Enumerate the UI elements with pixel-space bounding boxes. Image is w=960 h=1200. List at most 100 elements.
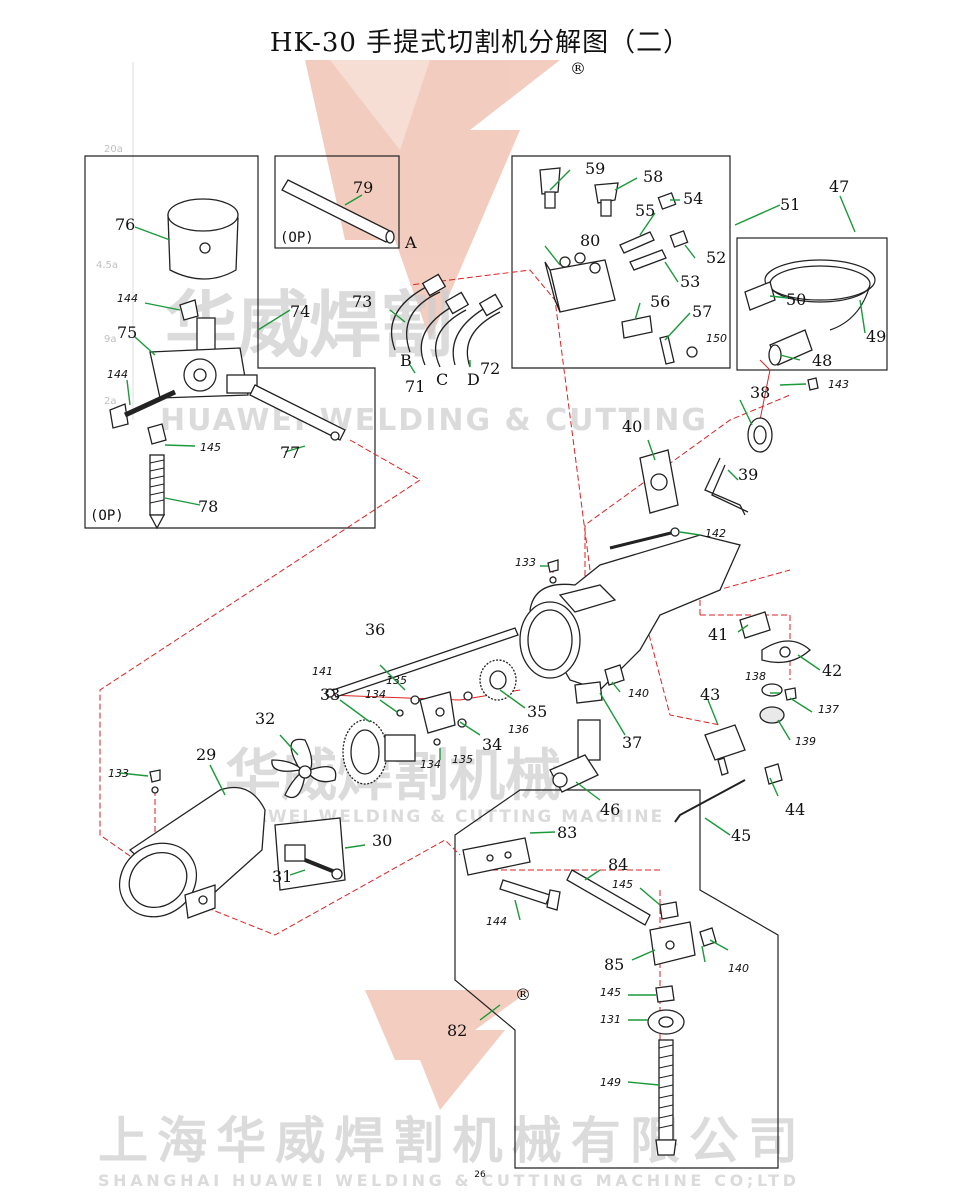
label-84: 84 [608,855,628,874]
part-76-cap [167,198,239,280]
part-138-washer [761,683,783,697]
label-51: 51 [780,195,800,214]
label-50: 50 [786,290,806,309]
part-31-bushing [284,844,343,880]
label-45: 45 [731,826,751,845]
page-title: HK-30 手提式切割机分解图（二） [269,28,691,58]
label-58: 58 [643,167,663,186]
label-131: 131 [600,1013,621,1026]
box-op-bar [274,155,400,249]
label-37: 37 [622,733,642,752]
label-136: 136 [508,723,529,736]
label-140b: 140 [728,962,749,975]
part-42-cover [761,640,811,664]
connector-a: A [404,233,417,252]
label-43: 43 [700,685,720,704]
part-36-rod [332,627,519,698]
label-85: 85 [604,955,624,974]
part-56-valve [621,315,653,339]
label-138: 138 [745,670,766,683]
part-131-wheel [647,1009,685,1035]
part-140-knob-body [604,664,625,686]
label-39: 39 [738,465,758,484]
label-35: 35 [527,702,547,721]
part-45-rod [674,779,746,823]
leader-lines [119,169,866,1086]
part-78-spindle [148,454,166,530]
part-140-knob-guide [699,927,717,947]
label-59: 59 [585,159,605,178]
svg-text:4.5a: 4.5a [96,260,118,271]
label-149: 149 [600,1076,621,1089]
label-144b: 144 [107,368,128,381]
label-142: 142 [705,527,726,540]
part-39-wires [704,457,749,516]
label-145c: 145 [600,986,621,999]
svg-text:20a: 20a [104,144,123,155]
connector-b: B [400,351,412,370]
group-boxes [84,155,888,1169]
part-144-bolt-guide [499,879,561,911]
label-34: 34 [482,735,502,754]
label-150: 150 [706,332,727,345]
label-49: 49 [866,327,886,346]
label-135a: 135 [386,674,407,687]
label-57: 57 [692,302,712,321]
label-75: 75 [117,323,137,342]
label-139: 139 [795,735,816,748]
part-43-lever [704,724,746,776]
watermark-logo-bottom [365,990,530,1110]
label-140a: 140 [628,687,649,700]
part-145-nut-guide-1 [659,901,679,920]
part-84-rod [566,869,651,926]
part-58-knob [594,182,619,217]
page-number: 26 [474,1170,486,1180]
label-144c: 144 [486,915,507,928]
label-135b: 135 [452,753,473,766]
svg-text:9a: 9a [104,334,117,345]
part-149-screw [655,1039,677,1156]
box-op-valve [84,155,376,529]
label-143: 143 [828,378,849,391]
label-134a: 134 [365,688,386,701]
part-143-screw [807,377,819,391]
part-144-bolt-left [109,389,177,429]
part-139-button [759,706,785,724]
part-48-connector [768,329,813,366]
svg-text:2a: 2a [104,396,117,407]
label-76: 76 [115,215,135,234]
label-137: 137 [818,703,839,716]
label-133a: 133 [108,767,129,780]
watermark-brand-en: HUAWEI WELDING & CUTTING [160,403,708,438]
label-74: 74 [290,302,310,321]
label-82: 82 [447,1021,467,1040]
label-145b: 145 [612,878,633,891]
label-53: 53 [680,272,700,291]
label-134b: 134 [420,758,441,771]
part-145-nut-top [147,423,167,445]
label-48: 48 [812,351,832,370]
label-52: 52 [706,248,726,267]
part-83-block [462,837,531,876]
part-137-screw [784,687,797,701]
label-71: 71 [405,377,425,396]
label-41: 41 [708,625,728,644]
box-guide-unit [454,789,779,1169]
label-73: 73 [352,292,372,311]
label-54: 54 [683,189,703,208]
part-144-screw-top [179,299,199,321]
part-38-socket [747,417,773,453]
label-33: 33 [320,685,340,704]
label-38: 38 [750,383,770,402]
part-133-screw-top [547,559,559,584]
part-37-main-body [519,534,741,704]
connector-d: D [467,370,480,389]
label-55: 55 [635,201,655,220]
label-46: 46 [600,800,620,819]
part-75-valve-body [149,317,258,399]
faint-dimension-marks: 20a 4.5a 9a 2a [96,144,123,407]
part-141-washer [325,688,335,698]
label-32: 32 [255,709,275,728]
watermark-company-en: SHANGHAI HUAWEI WELDING & CUTTING MACHIN… [98,1171,798,1190]
part-77-rod [249,384,346,441]
